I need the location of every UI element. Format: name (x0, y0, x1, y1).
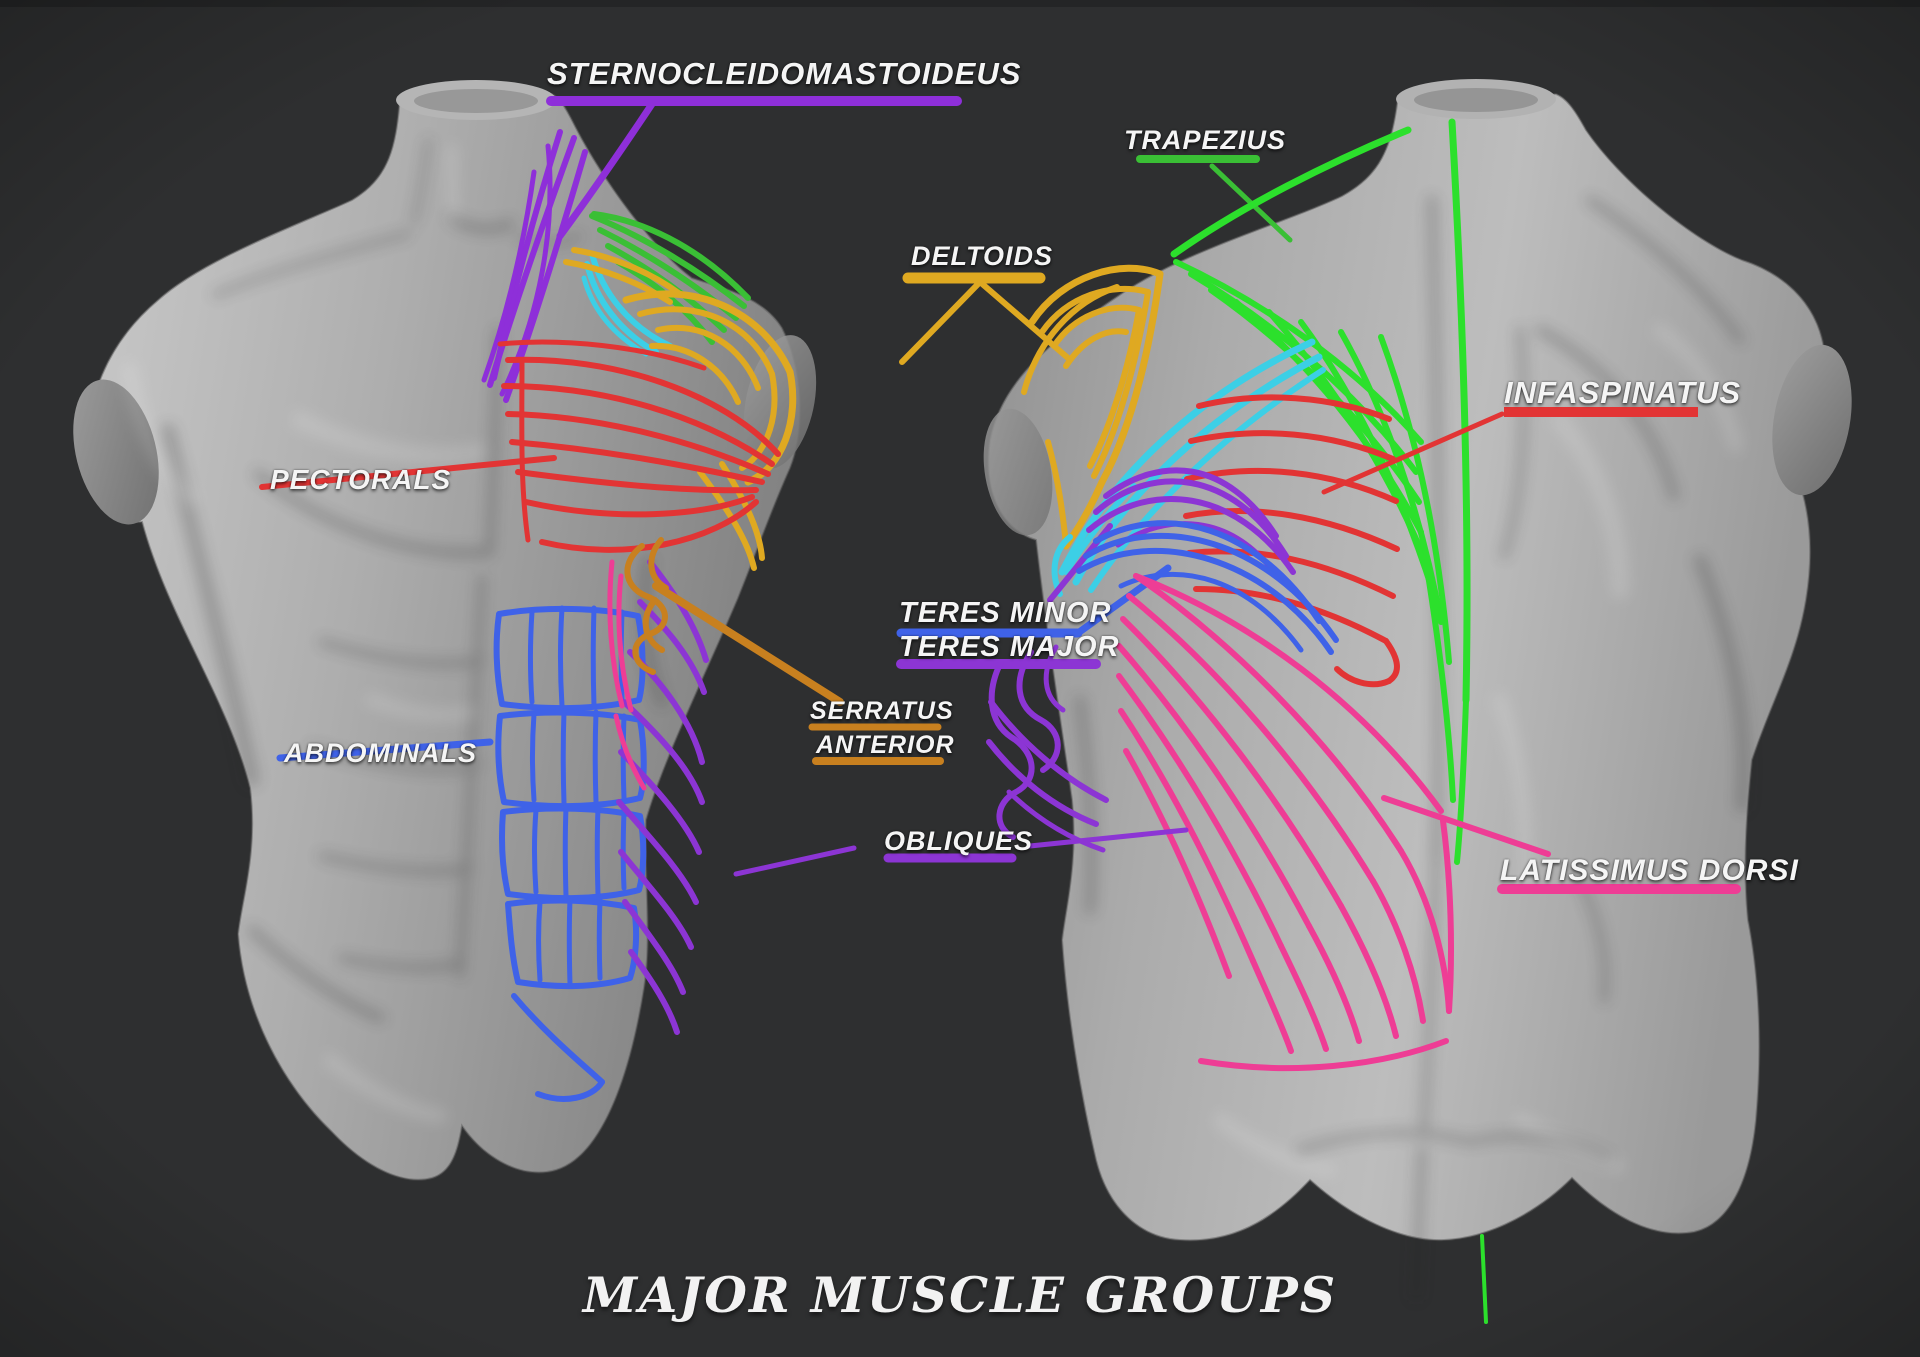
label-pectorals: PECTORALS (270, 464, 452, 495)
label-anterior: ANTERIOR (816, 731, 955, 759)
label-teres-major: TERES MAJOR (899, 631, 1120, 663)
label-infaspinatus: INFASPINATUS (1504, 375, 1742, 410)
label-teres-minor: TERES MINOR (899, 597, 1112, 629)
diagram-title: MAJOR MUSCLE GROUPS (582, 1266, 1338, 1324)
label-serratus: SERRATUS (810, 697, 954, 725)
label-abdominals: ABDOMINALS (284, 738, 477, 768)
label-latissimus-dorsi: LATISSIMUS DORSI (1500, 854, 1799, 887)
label-obliques: OBLIQUES (884, 826, 1034, 856)
label-sternocleidomastoideus: STERNOCLEIDOMASTOIDEUS (547, 56, 1022, 91)
label-deltoids: DELTOIDS (911, 241, 1054, 271)
label-trapezius: TRAPEZIUS (1124, 125, 1287, 155)
